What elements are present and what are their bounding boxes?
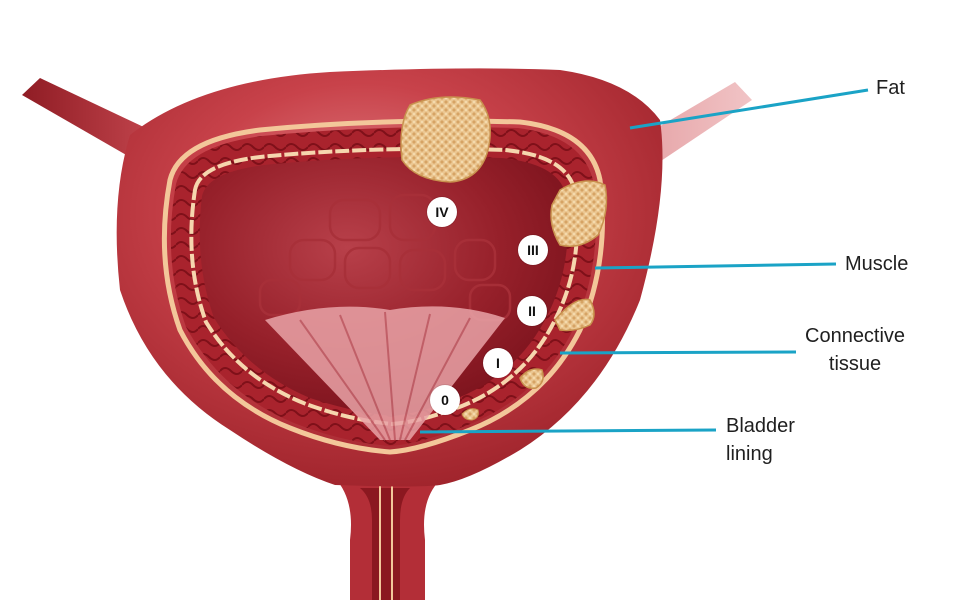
stage-marker-ii: II [517, 296, 547, 326]
leader-lines [419, 88, 869, 434]
bladder-lining-trigone [265, 306, 505, 441]
tumor-stage-iv [400, 96, 491, 183]
label-lining-line1: Bladder [726, 415, 795, 437]
label-connective-line2: tissue [828, 353, 882, 375]
stage-marker-i: I [483, 348, 513, 378]
label-bladder-lining: Bladder lining [726, 412, 795, 468]
leader-line-connective [559, 350, 797, 355]
label-fat: Fat [876, 77, 905, 99]
tumor-stage-i [519, 368, 544, 390]
label-connective-tissue: Connective tissue [805, 322, 905, 378]
stage-marker-0: 0 [430, 385, 460, 415]
connective-tissue-ring [189, 146, 580, 427]
tumors [400, 96, 608, 421]
left-ureter [22, 78, 150, 160]
leader-line-lining [419, 428, 717, 434]
stage-marker-iii: III [518, 235, 548, 265]
tumor-stage-ii [554, 298, 595, 332]
tumor-stage-iii [550, 180, 608, 247]
tumor-stage-0 [461, 408, 479, 421]
leader-line-muscle [594, 262, 837, 270]
fat-layer-ring [161, 118, 605, 455]
label-connective-line1: Connective [805, 325, 906, 347]
stage-marker-iv: IV [427, 197, 457, 227]
label-lining-line2: lining [726, 443, 773, 465]
rugae-folds [258, 193, 512, 322]
leader-line-fat [629, 88, 869, 130]
label-muscle: Muscle [845, 253, 909, 275]
